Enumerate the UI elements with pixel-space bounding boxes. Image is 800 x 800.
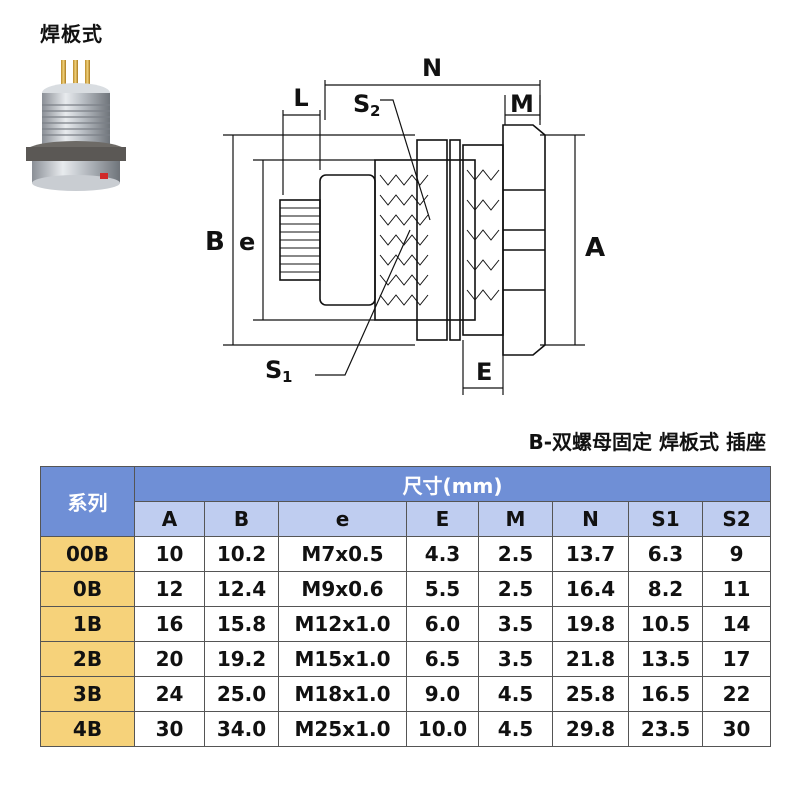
column-header: S1	[628, 501, 703, 537]
table-cell: 15.8	[204, 606, 279, 642]
label-S1-sub: 1	[282, 368, 292, 386]
table-cell: 6.0	[406, 606, 479, 642]
dimension-table: 系列 尺寸(mm) A B e E M N S1 S2 00B 10 10.2 …	[40, 466, 772, 747]
table-row: 00B 10 10.2 M7x0.5 4.3 2.5 13.7 6.3 9	[40, 536, 772, 572]
table-cell: 3.5	[478, 606, 553, 642]
table-cell: 17	[701, 641, 772, 677]
table-cell: 4.5	[478, 711, 553, 747]
series-cell: 00B	[40, 536, 135, 572]
table-cell: 4.3	[406, 536, 479, 572]
label-A: A	[585, 233, 605, 263]
table-cell: 25.8	[552, 676, 629, 712]
size-header: 尺寸(mm)	[133, 466, 772, 502]
table-cell: 16	[134, 606, 205, 642]
series-cell: 4B	[40, 711, 135, 747]
table-cell: 4.5	[478, 676, 553, 712]
column-header: B	[204, 501, 279, 537]
label-S2: S	[353, 90, 370, 118]
column-header: M	[478, 501, 553, 537]
series-cell: 2B	[40, 641, 135, 677]
label-B: B	[205, 227, 225, 257]
table-cell: M9x0.6	[278, 571, 407, 607]
table-cell: 19.2	[204, 641, 279, 677]
table-row: 0B 12 12.4 M9x0.6 5.5 2.5 16.4 8.2 11	[40, 571, 772, 607]
product-type-label: 焊板式	[40, 22, 103, 46]
column-header: N	[552, 501, 629, 537]
table-cell: 9	[701, 536, 772, 572]
table-cell: M25x1.0	[278, 711, 407, 747]
column-header: A	[134, 501, 205, 537]
label-S2-sub: 2	[370, 102, 380, 120]
table-cell: 6.3	[628, 536, 703, 572]
table-cell: 30	[701, 711, 772, 747]
table-row: 2B 20 19.2 M15x1.0 6.5 3.5 21.8 13.5 17	[40, 641, 772, 677]
table-cell: 23.5	[628, 711, 703, 747]
table-cell: 21.8	[552, 641, 629, 677]
column-header: e	[278, 501, 407, 537]
table-cell: M12x1.0	[278, 606, 407, 642]
table-row: 3B 24 25.0 M18x1.0 9.0 4.5 25.8 16.5 22	[40, 676, 772, 712]
table-cell: 8.2	[628, 571, 703, 607]
table-cell: 10.0	[406, 711, 479, 747]
table-cell: 12.4	[204, 571, 279, 607]
table-cell: 10.5	[628, 606, 703, 642]
table-cell: 22	[701, 676, 772, 712]
column-header: S2	[701, 501, 772, 537]
table-cell: 29.8	[552, 711, 629, 747]
label-E: E	[476, 358, 492, 386]
table-cell: 5.5	[406, 571, 479, 607]
table-row: 1B 16 15.8 M12x1.0 6.0 3.5 19.8 10.5 14	[40, 606, 772, 642]
dimension-drawing: N L M S 2 S 1 B e A E	[205, 54, 605, 395]
table-cell: M15x1.0	[278, 641, 407, 677]
series-cell: 1B	[40, 606, 135, 642]
table-cell: 10.2	[204, 536, 279, 572]
table-cell: 6.5	[406, 641, 479, 677]
table-cell: 12	[134, 571, 205, 607]
series-header: 系列	[40, 466, 135, 537]
connector-photo	[26, 60, 126, 191]
series-cell: 0B	[40, 571, 135, 607]
table-cell: 34.0	[204, 711, 279, 747]
table-cell: 13.7	[552, 536, 629, 572]
table-cell: 11	[701, 571, 772, 607]
table-cell: 10	[134, 536, 205, 572]
table-cell: M18x1.0	[278, 676, 407, 712]
label-S1: S	[265, 356, 282, 384]
section-title: B-双螺母固定 焊板式 插座	[528, 430, 766, 454]
table-cell: 3.5	[478, 641, 553, 677]
table-row: 4B 30 34.0 M25x1.0 10.0 4.5 29.8 23.5 30	[40, 711, 772, 747]
table-cell: 13.5	[628, 641, 703, 677]
label-L: L	[293, 84, 308, 112]
table-cell: 20	[134, 641, 205, 677]
table-cell: 16.4	[552, 571, 629, 607]
label-e: e	[239, 228, 255, 256]
table-cell: 25.0	[204, 676, 279, 712]
table-cell: 19.8	[552, 606, 629, 642]
label-N: N	[422, 54, 442, 82]
column-header: E	[406, 501, 479, 537]
table-cell: M7x0.5	[278, 536, 407, 572]
table-cell: 16.5	[628, 676, 703, 712]
table-cell: 14	[701, 606, 772, 642]
label-M: M	[510, 90, 534, 118]
table-cell: 9.0	[406, 676, 479, 712]
table-cell: 2.5	[478, 571, 553, 607]
series-cell: 3B	[40, 676, 135, 712]
table-cell: 24	[134, 676, 205, 712]
table-cell: 2.5	[478, 536, 553, 572]
table-cell: 30	[134, 711, 205, 747]
